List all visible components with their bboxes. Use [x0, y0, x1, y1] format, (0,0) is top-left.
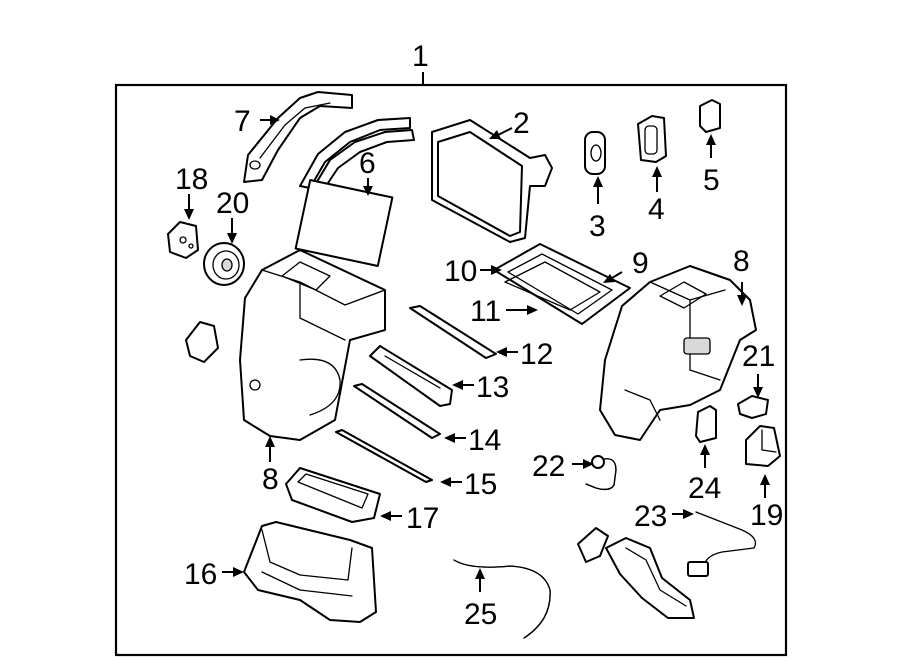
- callout-11: 11: [470, 295, 501, 328]
- part-18-actuator: [167, 221, 199, 259]
- arrow-10: [491, 265, 502, 275]
- arrow-8b: [737, 295, 747, 306]
- callout-1: 1: [412, 40, 429, 73]
- assembly-frame: [114, 83, 788, 657]
- callout-25: 25: [464, 598, 497, 631]
- part-19-sensor: [745, 425, 781, 467]
- part-9-frame: [493, 243, 631, 325]
- part-20-blower-motor: [203, 242, 245, 286]
- arrow-13: [452, 380, 463, 390]
- arrow-19: [760, 474, 770, 485]
- part-8-left-case: [239, 249, 386, 441]
- callout-6: 6: [359, 147, 376, 180]
- arrow-4: [652, 166, 662, 177]
- callout-15: 15: [464, 468, 497, 501]
- part-12-seal: [409, 305, 497, 359]
- callout-19: 19: [750, 499, 783, 532]
- callout-18: 18: [175, 163, 208, 196]
- arrow-3: [593, 176, 603, 187]
- arrow-14: [444, 433, 455, 443]
- arrow-9: [603, 274, 615, 283]
- arrow-15: [440, 477, 451, 487]
- arrow-20: [227, 233, 237, 244]
- callout-20: 20: [216, 187, 249, 220]
- arrow-7: [270, 115, 280, 125]
- part-3-seal: [584, 131, 606, 175]
- outlet-duct: [577, 527, 695, 619]
- callout-2: 2: [513, 107, 530, 140]
- callout-16: 16: [184, 558, 217, 591]
- part-13-filter: [369, 345, 453, 407]
- arrow-21: [753, 387, 763, 398]
- arrow-22: [583, 459, 594, 469]
- part-4-grommet: [637, 115, 667, 163]
- arrow-2: [489, 130, 501, 139]
- callout-10: 10: [444, 255, 477, 288]
- arrow-12: [496, 347, 507, 357]
- arrow-16: [233, 567, 244, 577]
- arrow-5: [706, 134, 716, 145]
- part-14-seal: [353, 383, 441, 439]
- part-5-plug: [699, 99, 721, 133]
- part-7-duct: [243, 91, 353, 183]
- arrow-8a: [265, 436, 275, 447]
- callout-9: 9: [632, 247, 649, 280]
- arrow-11: [527, 305, 538, 315]
- callout-5: 5: [703, 164, 720, 197]
- part-8-right-case: [599, 265, 757, 441]
- part-23-harness: [687, 511, 757, 577]
- part-21-clip: [737, 395, 769, 419]
- callout-8b: 8: [733, 245, 750, 278]
- part-15-seal: [335, 429, 433, 483]
- part-17-tray: [285, 467, 381, 523]
- callout-22: 22: [532, 450, 565, 483]
- arrow-6: [363, 186, 373, 196]
- arrow-23: [683, 509, 694, 519]
- callout-21: 21: [742, 340, 775, 373]
- arrow-25: [475, 568, 485, 579]
- part-2-evaporator: [431, 119, 553, 243]
- callout-12: 12: [520, 338, 553, 371]
- leader-9: [611, 271, 623, 279]
- callout-17: 17: [406, 502, 439, 535]
- arrow-18: [184, 209, 194, 220]
- callout-7: 7: [234, 105, 251, 138]
- part-16-lower-case: [243, 521, 377, 623]
- arrow-24: [700, 444, 710, 455]
- left-cover: [185, 321, 219, 363]
- callout-3: 3: [589, 210, 606, 243]
- callout-13: 13: [476, 371, 509, 404]
- callout-24: 24: [688, 472, 721, 505]
- callout-23: 23: [634, 500, 667, 533]
- callout-4: 4: [648, 193, 665, 226]
- part-6-heater-core: [294, 117, 415, 267]
- arrow-17: [380, 511, 391, 521]
- callout-14: 14: [468, 424, 501, 457]
- callout-8a: 8: [262, 463, 279, 496]
- part-25-drain-hose: [453, 559, 551, 639]
- leader-2: [497, 127, 513, 136]
- part-24-bracket: [695, 405, 717, 443]
- part-22-hose: [585, 455, 617, 491]
